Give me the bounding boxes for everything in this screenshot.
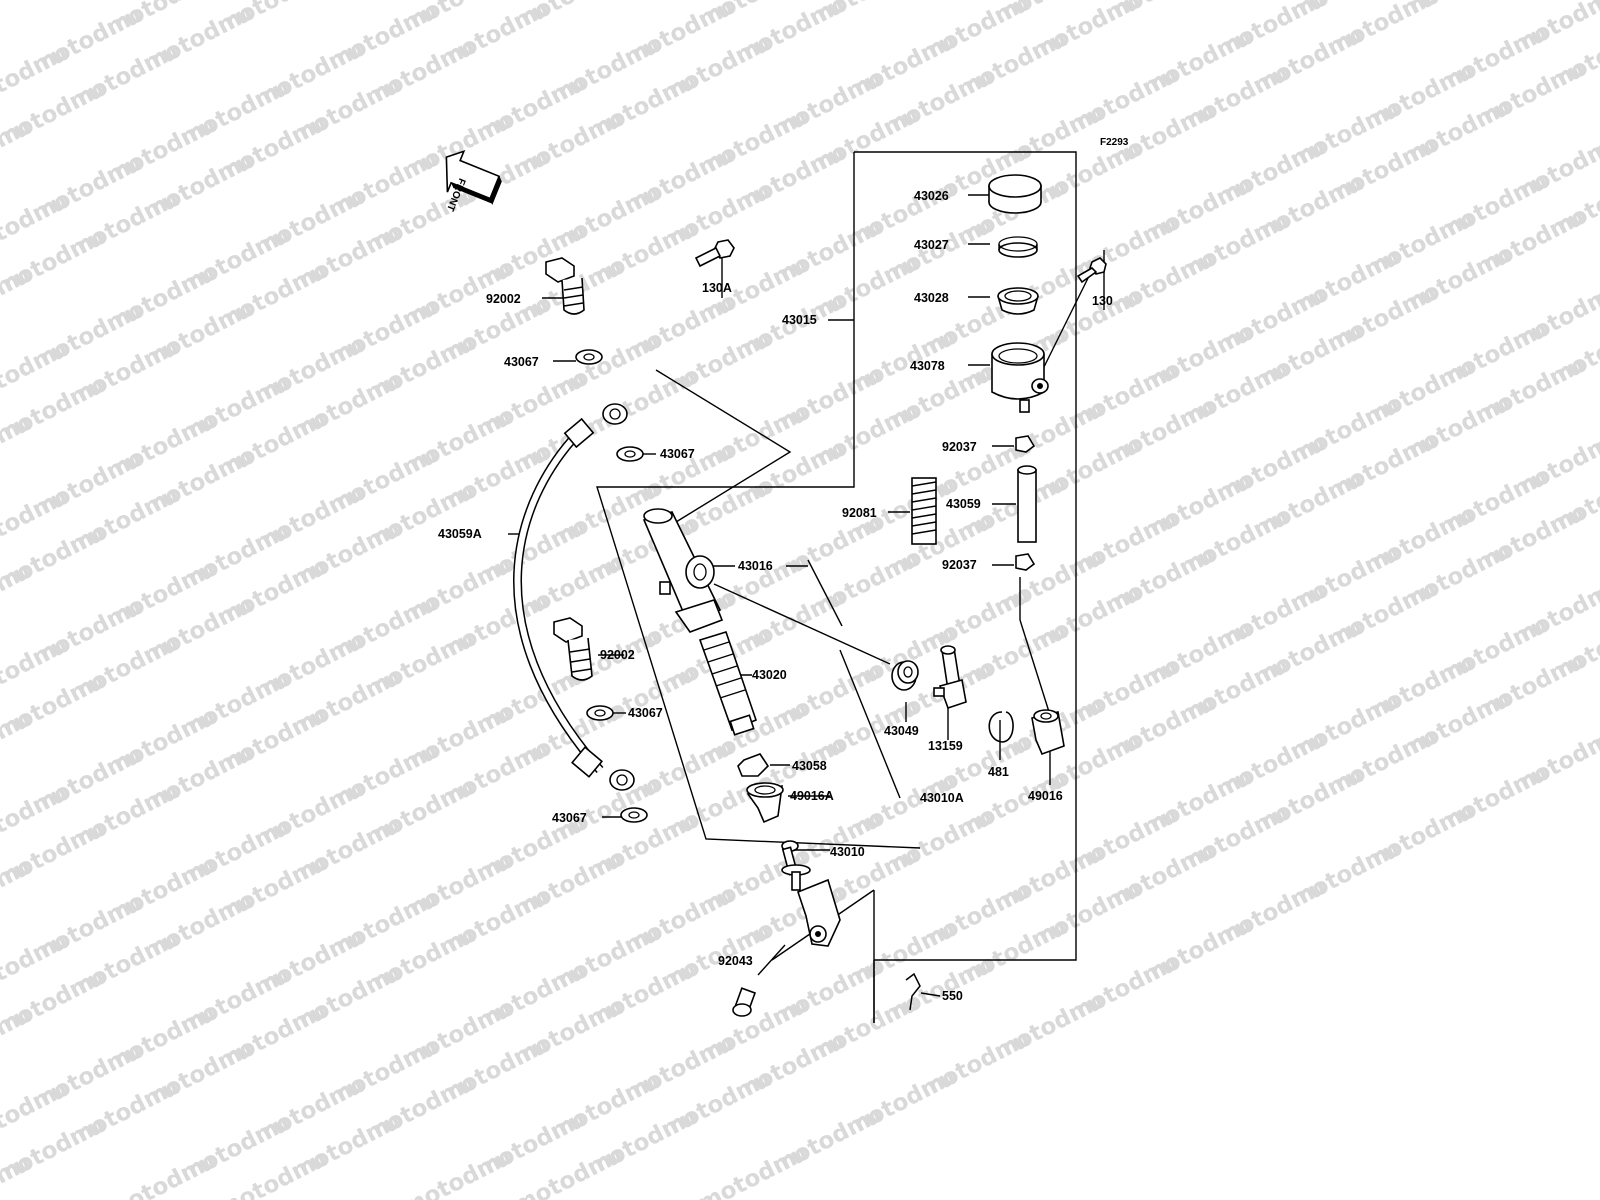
callout-43067-c: 43067 (628, 706, 663, 720)
part-43027-diaphragm-plate (998, 236, 1038, 258)
part-92037-clamp-bottom (1015, 553, 1036, 571)
callout-92043: 92043 (718, 954, 753, 968)
callout-43010: 43010 (830, 845, 865, 859)
part-13159-fitting (933, 645, 967, 710)
watermark-text: motod.ru (0, 0, 35, 43)
part-43067-washer-d (620, 807, 648, 823)
part-481-circlip (988, 711, 1014, 743)
callout-481: 481 (988, 765, 1009, 779)
callout-43015: 43015 (782, 313, 817, 327)
part-49016a-boot (746, 782, 784, 824)
callout-43010a: 43010A (920, 791, 964, 805)
watermark-text: motod.ru (1508, 574, 1600, 651)
watermark-text: motod.ru (1397, 0, 1515, 23)
part-43058-circlip (737, 753, 770, 777)
part-43059a-hose (513, 403, 635, 791)
front-arrow-icon: FRONT (444, 149, 502, 213)
part-43010-push-rod (781, 840, 811, 891)
callout-43059a: 43059A (438, 527, 482, 541)
diagram-code: F2293 (1100, 137, 1129, 148)
leader-lines (508, 194, 1105, 997)
callout-43067-a: 43067 (504, 355, 539, 369)
watermark-text: motod.ru (805, 0, 923, 31)
assembly-outline (596, 151, 1077, 1023)
callout-130: 130 (1092, 294, 1113, 308)
part-43028-diaphragm (997, 287, 1039, 315)
watermark-text: motod.ru (213, 0, 331, 39)
part-43049-grommet (891, 660, 919, 691)
callout-43059: 43059 (946, 497, 981, 511)
part-43067-washer-b (616, 446, 644, 462)
watermark-text: motod.ru (1508, 130, 1600, 207)
part-43026-cap (988, 174, 1042, 214)
part-43067-washer-c (586, 705, 614, 721)
part-92081-spring (911, 477, 937, 545)
callout-49016a: 49016A (790, 789, 834, 803)
part-43067-washer-a (575, 349, 603, 365)
callout-130a: 130A (702, 281, 732, 295)
part-92043-pin (732, 987, 757, 1017)
part-130-bolt (1076, 257, 1107, 284)
part-49016-clamp (1031, 709, 1065, 756)
watermark-text: motod.ru (287, 0, 405, 1)
callout-43028: 43028 (914, 291, 949, 305)
watermark-text: motod.ru (1508, 278, 1600, 355)
part-92002-banjo-bolt-bottom (553, 617, 593, 681)
callout-43067-b: 43067 (660, 447, 695, 461)
part-43059-hose (1017, 465, 1037, 543)
watermark-text: motod.ru (509, 0, 627, 35)
callout-92081: 92081 (842, 506, 877, 520)
callout-49016: 49016 (1028, 789, 1063, 803)
callout-13159: 13159 (928, 739, 963, 753)
callout-92037-bottom: 92037 (942, 558, 977, 572)
callout-labels: 43026 43027 43028 43078 130 130A 43015 9… (438, 189, 1113, 1003)
part-92037-clamp-top (1015, 435, 1036, 453)
callout-92037-top: 92037 (942, 440, 977, 454)
callout-43067-d: 43067 (552, 811, 587, 825)
callout-43058: 43058 (792, 759, 827, 773)
part-130a-bolt (694, 239, 735, 268)
callout-43078: 43078 (910, 359, 945, 373)
watermark-text: motod.ru (1101, 0, 1219, 27)
watermark-text: motod.ru (0, 0, 109, 5)
callout-43049: 43049 (884, 724, 919, 738)
callout-43020: 43020 (752, 668, 787, 682)
part-43020-piston (698, 631, 757, 736)
callout-43027: 43027 (914, 238, 949, 252)
callout-550: 550 (942, 989, 963, 1003)
part-550-cotter-pin (905, 972, 921, 1011)
part-43016-master-cylinder-body (642, 508, 724, 633)
watermark-text: motod.ru (1508, 426, 1600, 503)
callout-43026: 43026 (914, 189, 949, 203)
part-43078-reservoir (991, 342, 1049, 413)
watermark-text: motod.ru (1508, 722, 1600, 799)
callout-92002-bottom: 92002 (600, 648, 635, 662)
callout-43016: 43016 (738, 559, 773, 573)
part-43010a-clevis (797, 878, 841, 947)
part-92002-banjo-bolt-top (545, 257, 585, 315)
callout-92002-top: 92002 (486, 292, 521, 306)
